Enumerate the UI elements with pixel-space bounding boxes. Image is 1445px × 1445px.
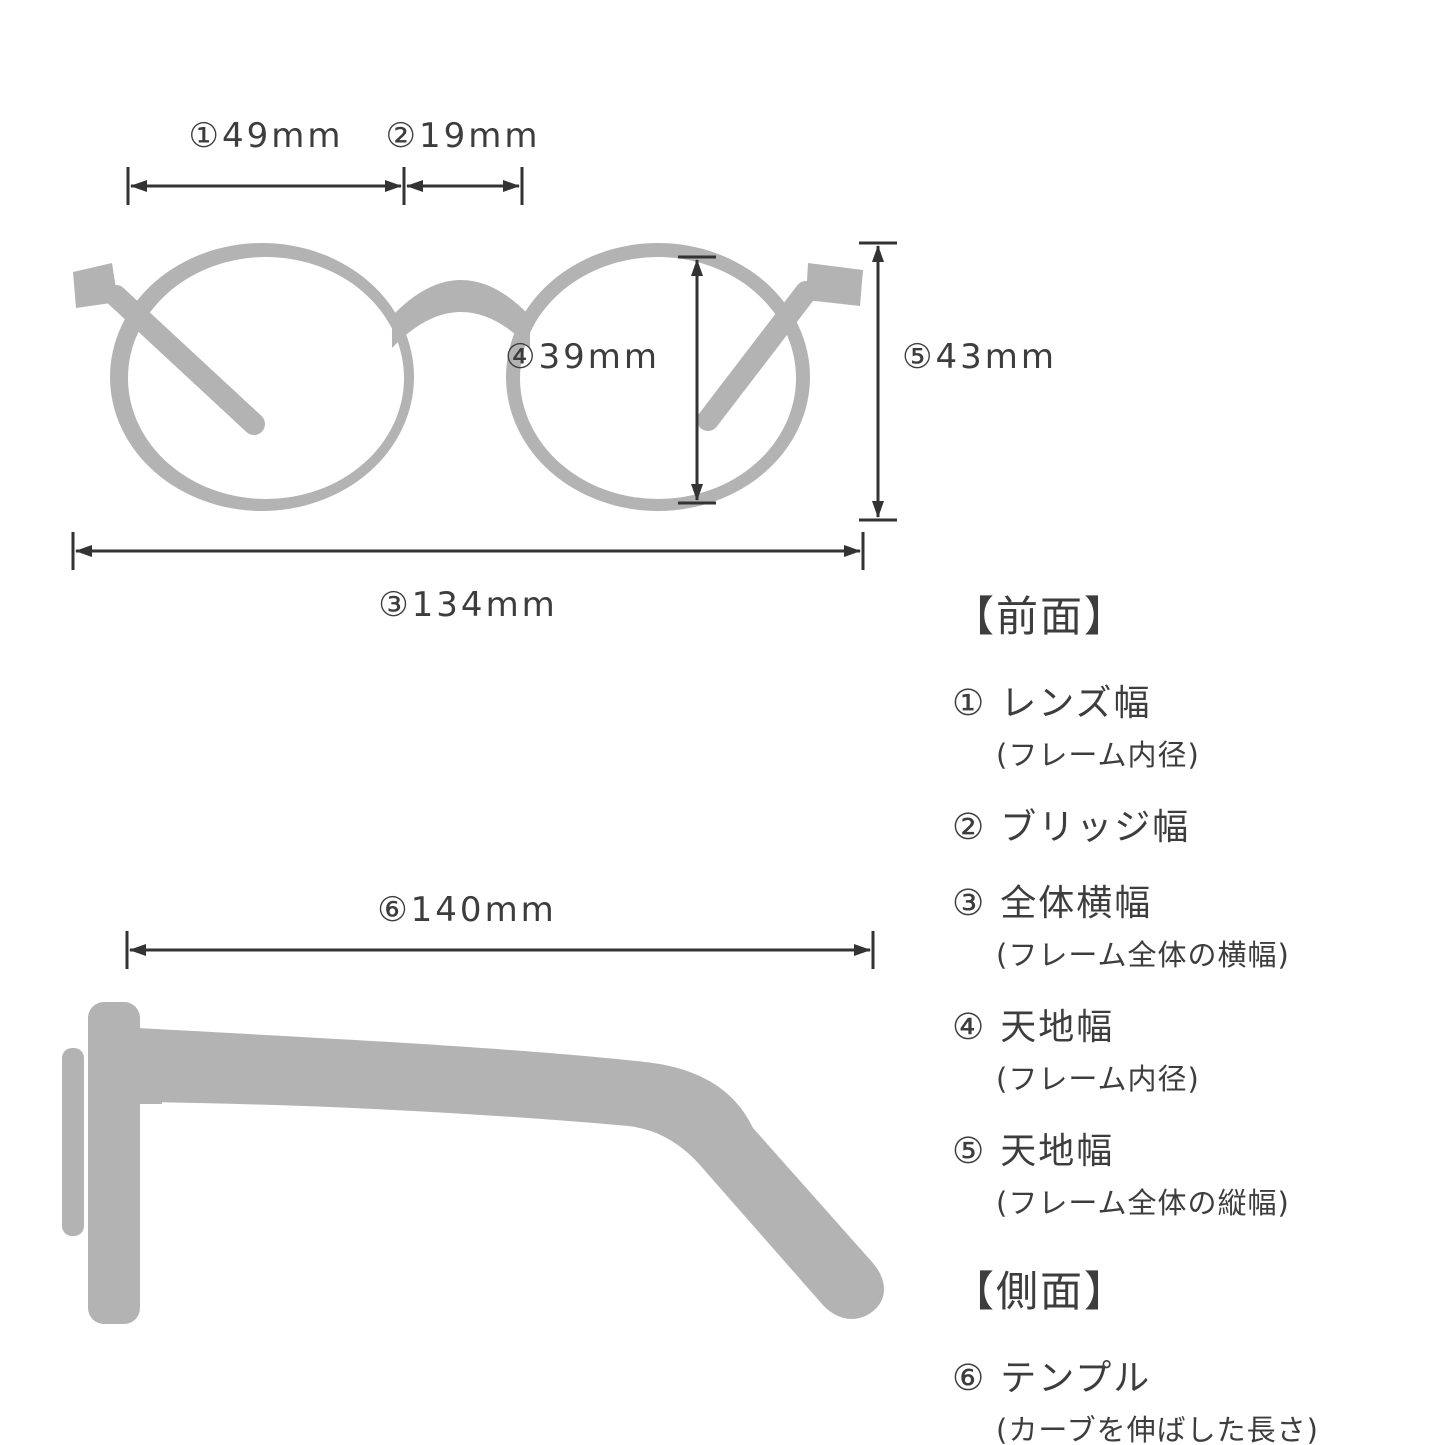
legend-note: (フレーム内径): [996, 738, 1200, 772]
legend-label: ブリッジ幅: [1000, 807, 1191, 848]
legend-note: (フレーム全体の横幅): [996, 938, 1290, 972]
legend-num: ⑥: [952, 1358, 987, 1399]
legend-item-frame-height: ⑤ 天地幅 (フレーム全体の縦幅): [952, 1122, 1432, 1222]
legend-side-heading: 【側面】: [952, 1267, 1129, 1316]
dim-label-total-width: ③134mm: [378, 585, 558, 625]
dim-label-temple-length: ⑥140mm: [377, 890, 557, 930]
legend-front-heading: 【前面】: [952, 592, 1129, 641]
legend-label: 天地幅: [1000, 1007, 1115, 1048]
legend-num: ①: [952, 683, 987, 724]
legend-label: レンズ幅: [1000, 683, 1152, 724]
legend-label: 全体横幅: [1000, 883, 1153, 924]
dim-label-bridge-width: ②19mm: [385, 116, 541, 156]
front-right-endpiece: [806, 263, 863, 306]
legend-label: テンプル: [1000, 1358, 1152, 1399]
front-right-folded-temple: [697, 281, 817, 431]
dim-label-lens-height: ④39mm: [505, 337, 660, 377]
legend: 【前面】 ① レンズ幅 (フレーム内径) ② ブリッジ幅 ③ 全体横幅 (フレーム全体…: [952, 583, 1432, 1445]
dim-label-lens-width: ①49mm: [188, 116, 344, 156]
legend-item-lens-height: ④ 天地幅 (フレーム内径): [952, 998, 1432, 1098]
legend-item-lens-width: ① レンズ幅 (フレーム内径): [952, 674, 1432, 774]
legend-item-temple: ⑥ テンプル (カーブを伸ばした長さ): [952, 1349, 1432, 1445]
front-glasses-silhouette: [73, 243, 863, 511]
front-bridge: [392, 280, 530, 348]
side-glasses-silhouette: [62, 1002, 884, 1324]
side-front-rim: [88, 1002, 140, 1324]
legend-label: 天地幅: [1000, 1131, 1115, 1172]
legend-num: ②: [952, 807, 987, 848]
legend-num: ④: [952, 1007, 987, 1048]
legend-note: (フレーム全体の縦幅): [996, 1186, 1290, 1220]
legend-item-total-width: ③ 全体横幅 (フレーム全体の横幅): [952, 874, 1432, 974]
side-temple-arm: [138, 1028, 884, 1319]
front-left-lens: [110, 243, 414, 511]
dim-label-frame-height: ⑤43mm: [902, 337, 1057, 377]
legend-num: ⑤: [952, 1131, 987, 1172]
dimension-lines: [71, 167, 897, 969]
legend-num: ③: [952, 883, 987, 924]
legend-item-bridge-width: ② ブリッジ幅: [952, 798, 1432, 850]
front-right-lens: [506, 243, 810, 511]
legend-note: (カーブを伸ばした長さ): [996, 1413, 1319, 1445]
legend-note: (フレーム内径): [996, 1062, 1200, 1096]
side-front-rim-edge: [62, 1048, 84, 1236]
front-left-folded-temple: [105, 285, 265, 435]
